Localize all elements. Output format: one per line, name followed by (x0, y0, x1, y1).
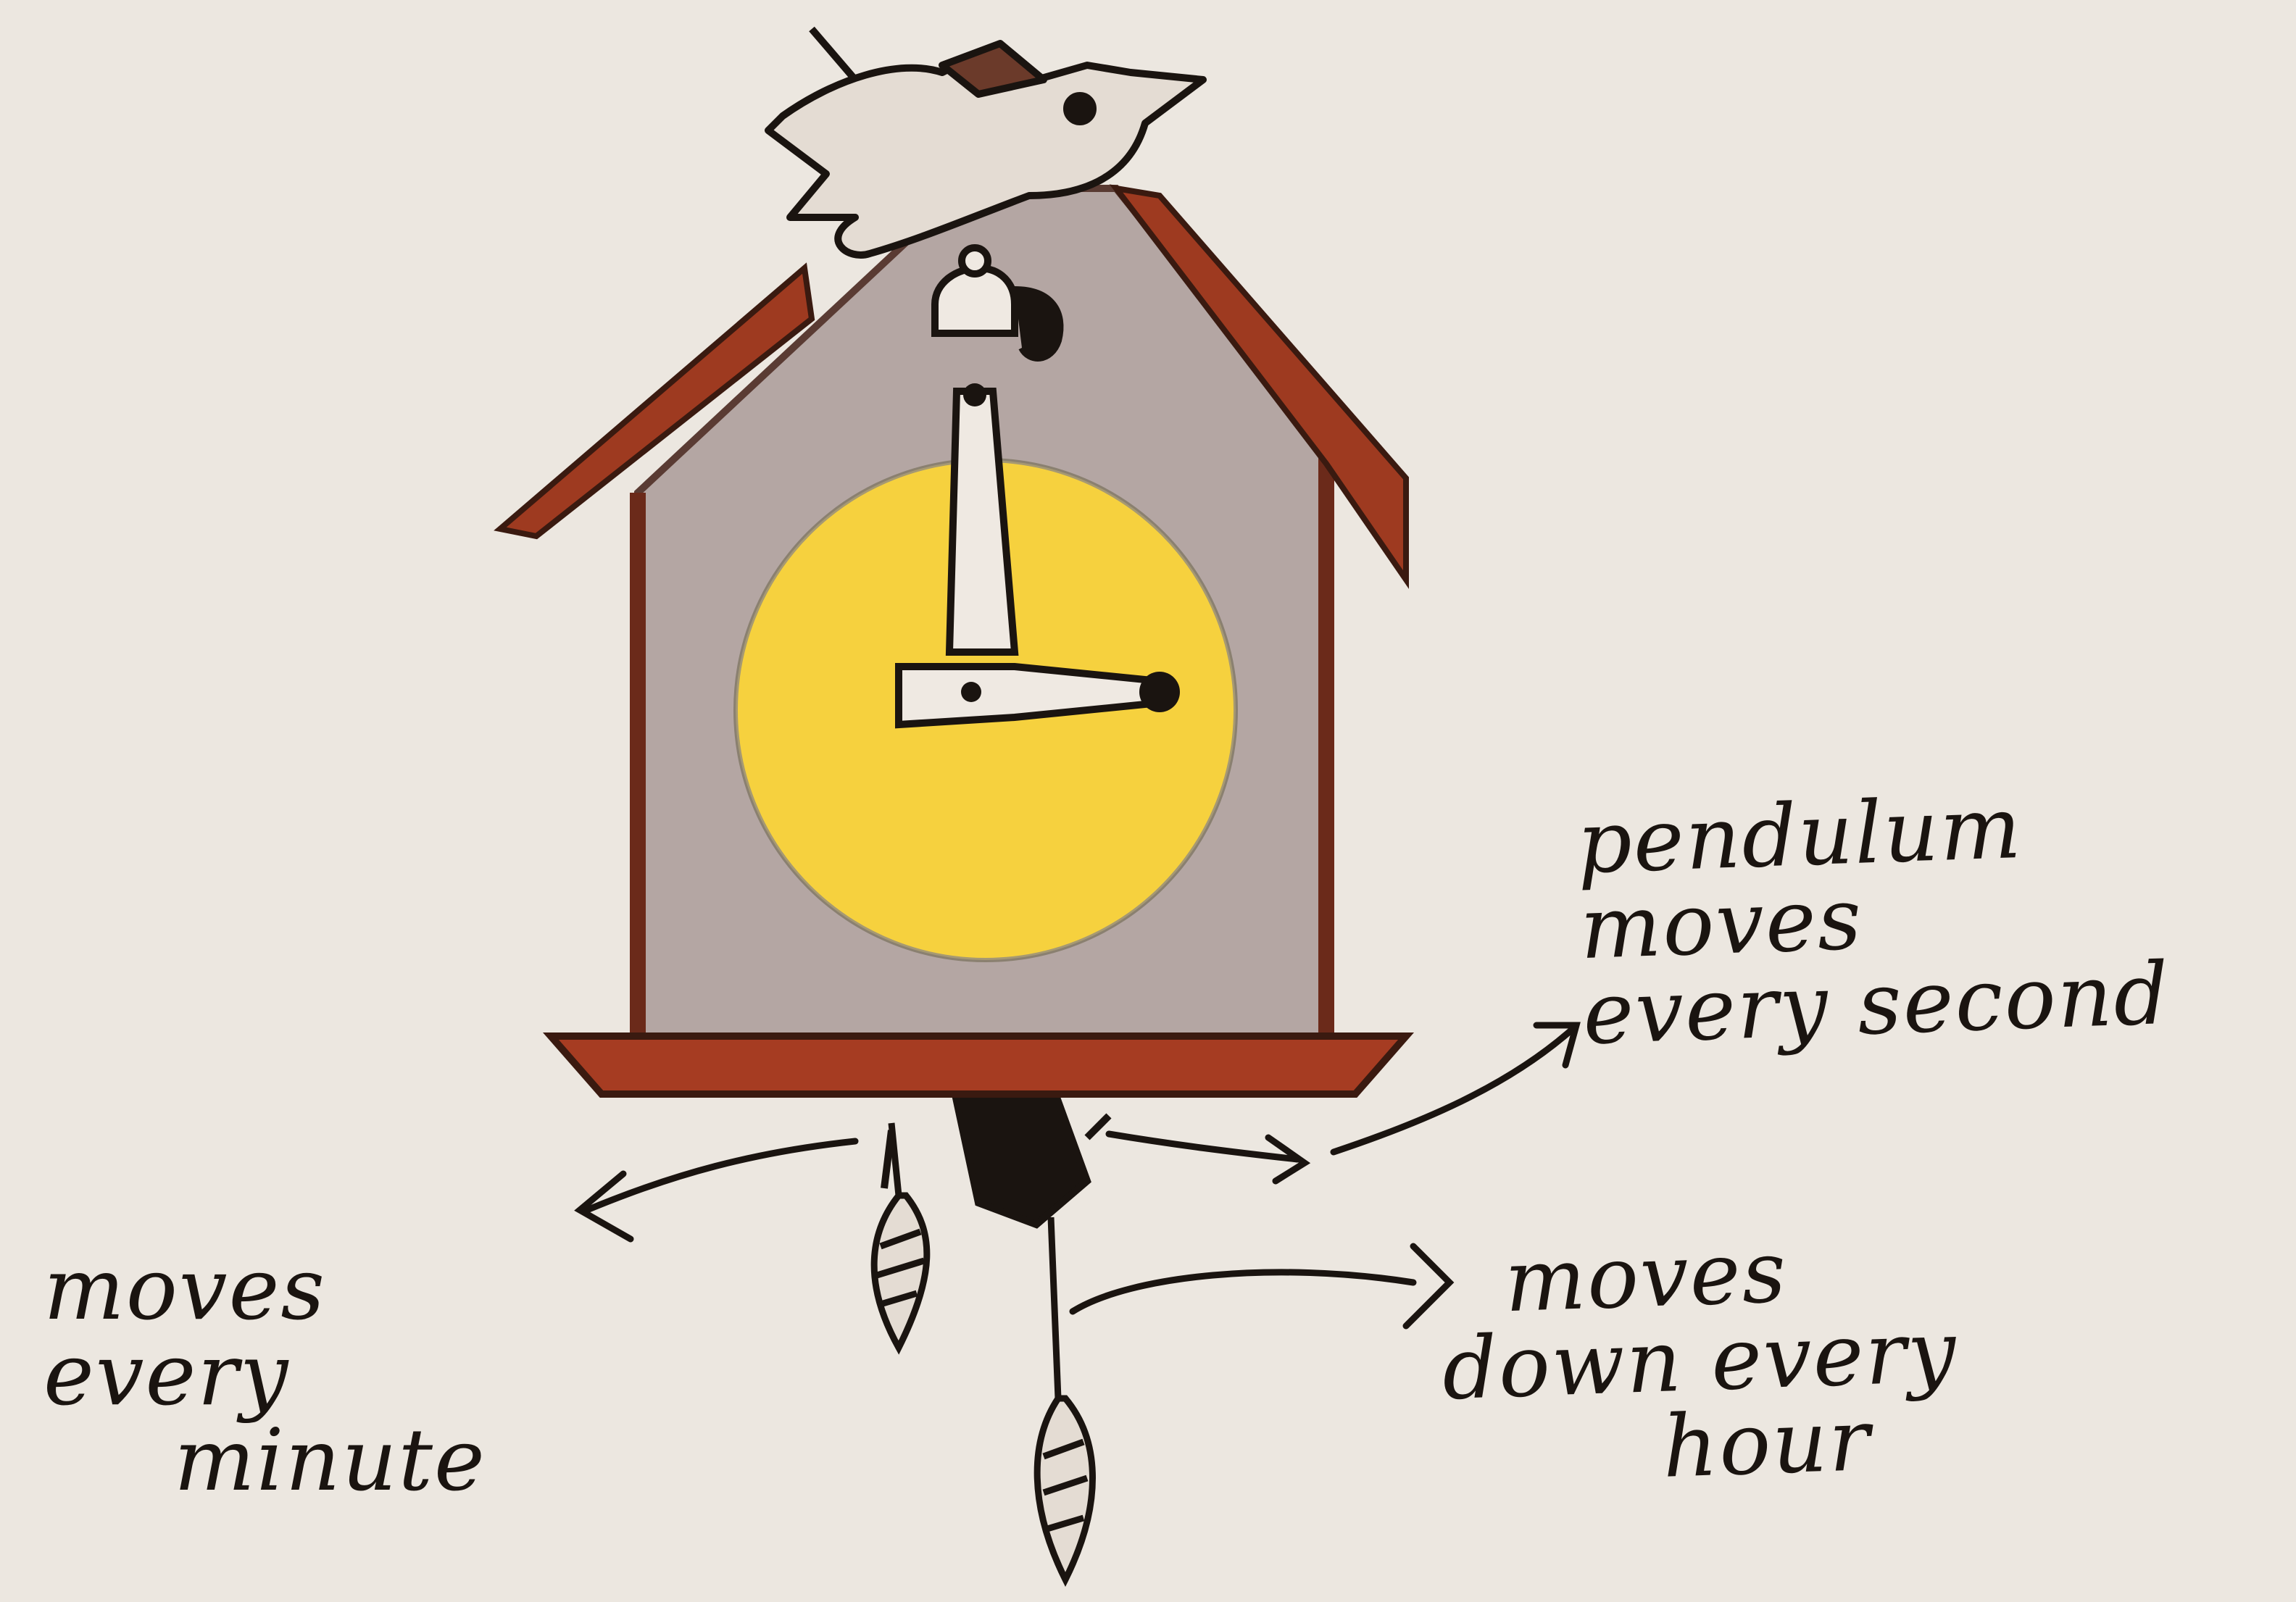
pendulum-note-line-3: every second (1581, 951, 2171, 1056)
pendulum-note: pendulum moves every second (1576, 780, 2171, 1056)
minute-note-line-2: every (43, 1332, 486, 1417)
clock-base (551, 1036, 1406, 1094)
hour-weight-note: moves down every hour (1438, 1223, 1961, 1498)
minute-note-line-3: minute (43, 1417, 486, 1503)
minute-weight-note: moves every minute (43, 1246, 486, 1503)
minute-note-line-1: moves (43, 1246, 486, 1332)
